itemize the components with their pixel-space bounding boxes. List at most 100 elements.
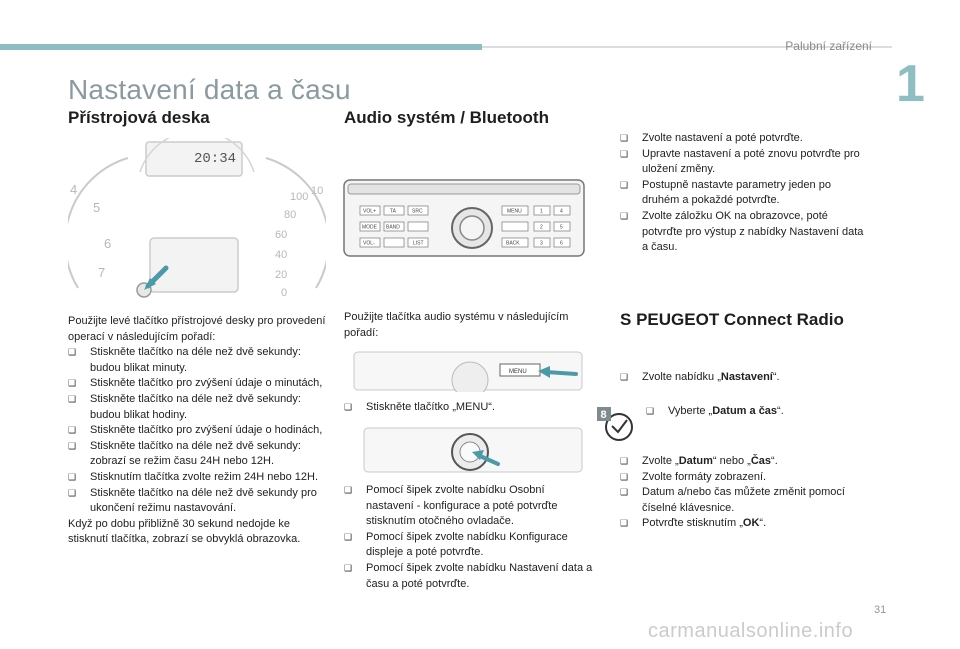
dashboard-intro: Použijte levé tlačítko přístrojové desky… bbox=[68, 315, 326, 343]
square-bullet-icon: ❑ bbox=[68, 378, 77, 389]
list-item: ❑Potvrďte stisknutím „OK“. bbox=[620, 516, 870, 532]
button-list: LIST bbox=[413, 241, 424, 247]
step-text: Stiskněte tlačítko na déle než dvě sekun… bbox=[90, 439, 301, 468]
button-preset-3: 3 bbox=[540, 241, 543, 247]
text-part: Vyberte „ bbox=[668, 405, 713, 417]
bold-text: OK bbox=[742, 517, 760, 530]
svg-text:60: 60 bbox=[275, 229, 287, 241]
square-bullet-icon: ❑ bbox=[68, 440, 77, 451]
list-item: ❑ Zvolte nabídku „Nastavení“. bbox=[620, 370, 870, 386]
step-text: Pomocí šipek zvolte nabídku Osobní nasta… bbox=[366, 484, 558, 528]
button-menu: MENU bbox=[507, 209, 522, 215]
bold-text: Čas bbox=[750, 455, 772, 467]
text-part: “. bbox=[771, 455, 778, 467]
step-text: Zvolte formáty zobrazení. bbox=[642, 470, 767, 483]
list-item: ❑Stiskněte tlačítko na déle než dvě seku… bbox=[68, 486, 328, 517]
square-bullet-icon: ❑ bbox=[344, 485, 353, 495]
text-part: Zvolte nabídku „ bbox=[642, 371, 721, 383]
button-back: BACK bbox=[506, 241, 520, 247]
bold-text: Datum bbox=[678, 455, 713, 467]
svg-text:5: 5 bbox=[93, 200, 100, 215]
step-text: Zvolte nastavení a poté potvrďte. bbox=[642, 132, 803, 144]
connect-heading-text: PEUGEOT Connect Radio bbox=[636, 310, 844, 329]
list-item: ❑ Stisknutím tlačítka zvolte režim 24H ne… bbox=[68, 470, 328, 486]
audio-steps-after: ❑ Pomocí šipek zvolte nabídku Osobní nast… bbox=[344, 483, 594, 592]
svg-text:4: 4 bbox=[70, 182, 77, 197]
audio-heading: Audio systém / Bluetooth bbox=[344, 108, 549, 127]
text-part: “. bbox=[772, 371, 780, 383]
step-text: Datum a/nebo čas můžete změnit pomocí čí… bbox=[642, 486, 845, 514]
audio-menu-illustration: MENU bbox=[352, 350, 584, 392]
square-bullet-icon: ❑ bbox=[620, 179, 629, 190]
list-item: ❑ Zvolte nastavení a poté potvrďte. bbox=[620, 131, 870, 147]
dashboard-heading: Přístrojová deska bbox=[68, 108, 210, 127]
step-text: Stisknutím tlačítka zvolte režim 24H neb… bbox=[90, 470, 319, 483]
text-part: Zvolte „ bbox=[642, 455, 679, 467]
connect-step-select: ❑ Zvolte nabídku „Nastavení“. bbox=[620, 370, 870, 386]
button-preset-6: 6 bbox=[560, 241, 563, 247]
list-item: ❑ Upravte nastavení a poté znovu potvrďte… bbox=[620, 147, 870, 178]
square-bullet-icon: ❑ bbox=[620, 518, 629, 529]
audio-intro: Použijte tlačítka audio systému v násled… bbox=[344, 310, 594, 341]
header-rule bbox=[482, 46, 892, 48]
text-part: “. bbox=[777, 405, 784, 417]
bold-text: Nastavení bbox=[720, 371, 773, 383]
square-bullet-icon: ❑ bbox=[68, 425, 77, 436]
button-src: SRC bbox=[412, 209, 423, 215]
square-bullet-icon: ❑ bbox=[620, 210, 629, 221]
step-text: Stiskněte tlačítko „MENU“. bbox=[366, 401, 495, 413]
square-bullet-icon: ❑ bbox=[620, 133, 629, 143]
step-text: Stiskněte tlačítko pro zvýšení údaje o h… bbox=[90, 424, 323, 437]
list-item: ❑ Pomocí šipek zvolte nabídku Osobní nast… bbox=[344, 483, 594, 530]
text-part: “. bbox=[759, 517, 767, 530]
square-bullet-icon: ❑ bbox=[620, 148, 629, 159]
svg-text:20: 20 bbox=[275, 269, 287, 281]
button-preset-2: 2 bbox=[540, 225, 543, 231]
connect-step-choose: ❑Vyberte „Datum a čas“. bbox=[646, 404, 846, 420]
step-text: Pomocí šipek zvolte nabídku Nastavení da… bbox=[366, 561, 593, 590]
square-bullet-icon: ❑ bbox=[344, 562, 353, 573]
section-label: Palubní zařízení bbox=[785, 39, 872, 53]
square-bullet-icon: ❑ bbox=[620, 487, 629, 498]
header-accent-bar bbox=[0, 44, 482, 50]
list-item: ❑Pomocí šipek zvolte nabídku Konfigurace… bbox=[344, 530, 594, 561]
list-item: ❑ Zvolte formáty zobrazení. bbox=[620, 470, 870, 486]
button-menu-highlight: MENU bbox=[509, 369, 527, 375]
list-item: ❑ Stiskněte tlačítko na déle než dvě seku… bbox=[68, 392, 328, 423]
bold-text: Datum a čas bbox=[712, 405, 778, 417]
list-item: ❑Zvolte záložku OK na obrazovce, poté po… bbox=[620, 209, 870, 256]
page-title: Nastavení data a času bbox=[68, 74, 351, 105]
list-item: ❑ Datum a/nebo čas můžete změnit pomocí č… bbox=[620, 485, 870, 516]
svg-text:10: 10 bbox=[311, 185, 323, 197]
audio-step-menu: ❑Stiskněte tlačítko „MENU“. bbox=[344, 400, 594, 416]
clock-icon: 8 bbox=[597, 405, 637, 448]
audio-knob-illustration bbox=[362, 426, 584, 474]
button-ta: TA bbox=[390, 209, 397, 215]
svg-text:40: 40 bbox=[275, 249, 287, 261]
connect-heading: S PEUGEOT Connect Radio bbox=[620, 310, 844, 330]
square-bullet-icon: ❑ bbox=[68, 393, 77, 404]
square-bullet-icon: ❑ bbox=[620, 471, 629, 482]
svg-text:100: 100 bbox=[290, 191, 308, 203]
button-preset-4: 4 bbox=[560, 209, 563, 215]
audio-panel-illustration: VOL+ TA SRC MODE BAND VOL- LIST MENU BAC… bbox=[342, 176, 586, 260]
audio-intro-text: Použijte tlačítka audio systému v násled… bbox=[344, 311, 569, 339]
clock-badge: 8 bbox=[601, 409, 607, 421]
square-bullet-icon: ❑ bbox=[68, 471, 77, 482]
connect-steps-rest: ❑Zvolte „Datum“ nebo „Čas“. ❑Zvolte form… bbox=[620, 454, 870, 532]
step-text: Postupně nastavte parametry jeden po dru… bbox=[642, 178, 831, 207]
square-bullet-icon: ❑ bbox=[620, 372, 629, 382]
button-vol-minus: VOL- bbox=[363, 241, 375, 247]
svg-text:6: 6 bbox=[104, 236, 111, 251]
list-item: ❑Stiskněte tlačítko „MENU“. bbox=[344, 400, 594, 416]
step-text: Stiskněte tlačítko na déle než dvě sekun… bbox=[90, 486, 317, 515]
watermark: carmanualsonline.info bbox=[648, 620, 854, 642]
svg-text:0: 0 bbox=[281, 287, 287, 299]
button-preset-5: 5 bbox=[560, 225, 563, 231]
step-text: Upravte nastavení a poté znovu potvrďte … bbox=[642, 147, 860, 176]
step-text: Stiskněte tlačítko na déle než dvě sekun… bbox=[90, 392, 301, 421]
list-item: ❑ Stiskněte tlačítko pro zvýšení údaje o … bbox=[68, 423, 328, 439]
list-item: ❑Stiskněte tlačítko pro zvýšení údaje o … bbox=[68, 376, 328, 392]
right-column-steps: ❑ Zvolte nastavení a poté potvrďte. ❑ Upra… bbox=[620, 131, 870, 256]
button-band: BAND bbox=[386, 225, 400, 231]
